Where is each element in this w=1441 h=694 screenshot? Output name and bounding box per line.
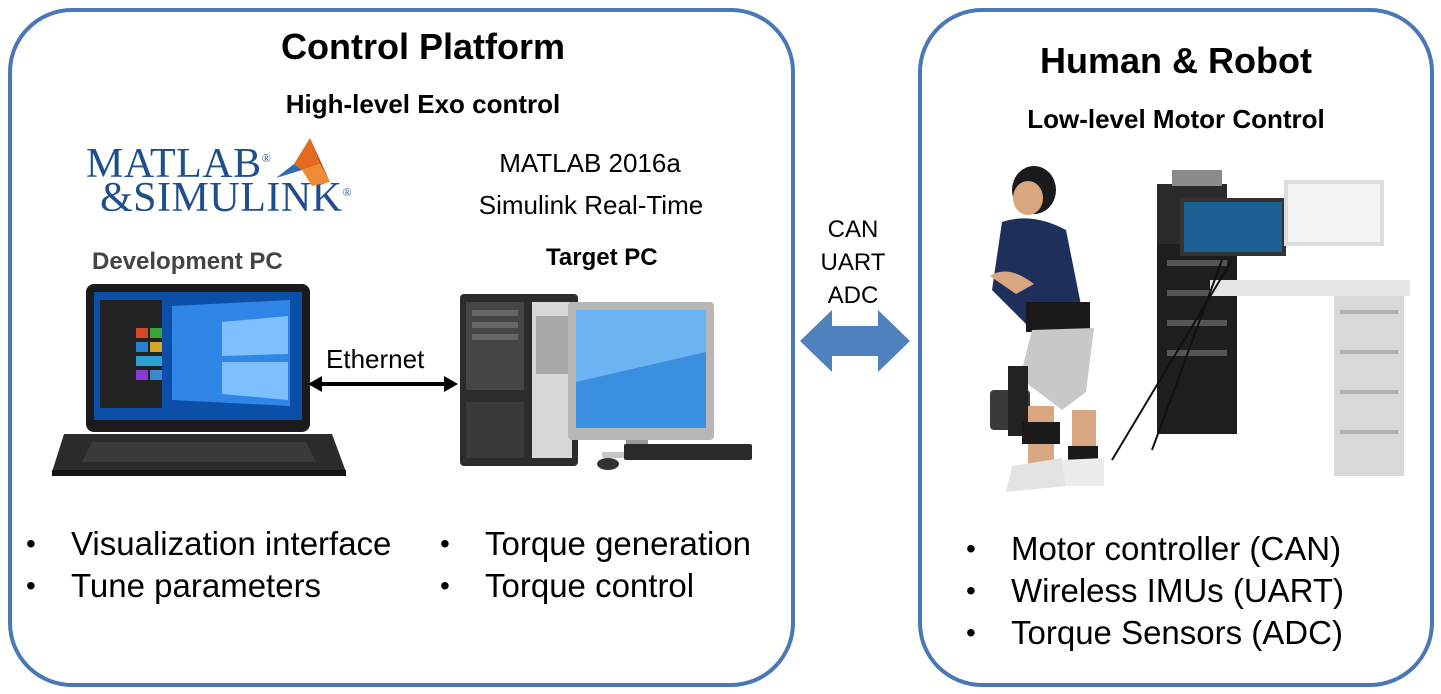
software-version: MATLAB 2016a — [499, 148, 681, 178]
protocol-can: CAN — [827, 216, 879, 243]
target-bullet-list: Torque generation Torque control — [440, 523, 751, 607]
protocol-adc: ADC — [827, 282, 879, 309]
exoskeleton-photo — [990, 166, 1410, 492]
bullet-torque-sensors: Torque Sensors (ADC) — [966, 612, 1344, 654]
bullet-torque-control: Torque control — [440, 565, 751, 607]
bullet-motor-controller: Motor controller (CAN) — [966, 528, 1344, 570]
bullet-tune-parameters: Tune parameters — [26, 565, 391, 607]
logo-registered-mark: ® — [261, 151, 272, 165]
logo-simulink-text: &SIMULINK — [100, 175, 343, 221]
target-pc-label: Target PC — [546, 244, 658, 271]
development-pc-label: Development PC — [92, 248, 283, 275]
bullet-wireless-imus: Wireless IMUs (UART) — [966, 570, 1344, 612]
ethernet-label: Ethernet — [326, 344, 425, 374]
development-bullet-list: Visualization interface Tune parameters — [26, 523, 391, 607]
target-pc-icon — [460, 294, 752, 470]
human-robot-title: Human & Robot — [1040, 40, 1312, 81]
laptop-icon — [52, 284, 346, 476]
logo-registered-mark-2: ® — [342, 185, 353, 199]
bullet-torque-generation: Torque generation — [440, 523, 751, 565]
protocol-uart: UART — [820, 249, 886, 276]
software-realtime: Simulink Real-Time — [478, 190, 704, 220]
control-platform-title: Control Platform — [281, 26, 565, 67]
ethernet-arrow — [308, 376, 458, 392]
human-robot-subtitle: Low-level Motor Control — [1027, 104, 1325, 134]
comm-protocols: CAN UART ADC — [812, 213, 894, 312]
matlab-simulink-logo: MATLAB® &SIMULINK® — [86, 138, 352, 221]
logo-matlab-text: MATLAB — [86, 141, 262, 187]
bullet-visualization-interface: Visualization interface — [26, 523, 391, 565]
control-platform-subtitle: High-level Exo control — [285, 89, 561, 119]
hardware-bullet-list: Motor controller (CAN) Wireless IMUs (UA… — [966, 528, 1344, 654]
bidirectional-arrow — [800, 310, 910, 372]
matlab-membrane-icon — [276, 138, 330, 186]
